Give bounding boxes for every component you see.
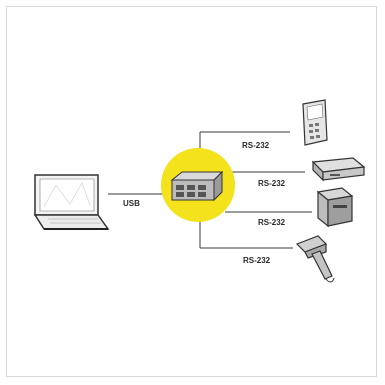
card-terminal-icon xyxy=(303,100,327,145)
rs232-label-2: RS-232 xyxy=(258,179,286,188)
rs232-label-1: RS-232 xyxy=(242,141,270,150)
rs232-label-3: RS-232 xyxy=(258,218,286,227)
usb-label: USB xyxy=(123,199,140,208)
laptop-icon xyxy=(35,175,108,229)
rs232-label-4: RS-232 xyxy=(243,256,271,265)
usb-serial-hub-icon xyxy=(161,148,235,222)
barcode-scanner-icon xyxy=(297,236,334,282)
receipt-printer-icon xyxy=(318,188,352,226)
desktop-device-icon xyxy=(313,158,364,180)
